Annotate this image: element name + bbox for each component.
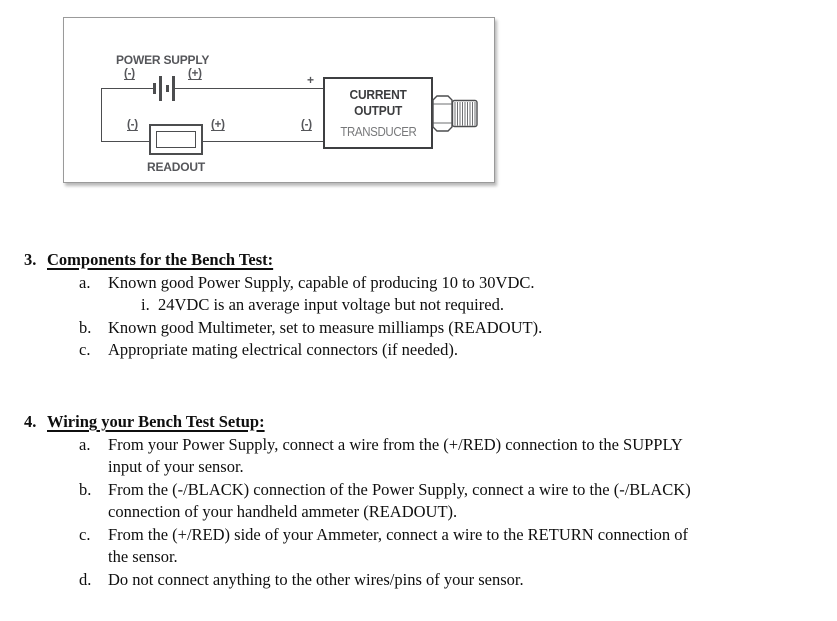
item-text: Do not connect anything to the other wir… xyxy=(108,569,524,589)
readout-caption: READOUT xyxy=(147,160,205,174)
item-marker: a. xyxy=(79,434,91,454)
item-text: Known good Multimeter, set to measure mi… xyxy=(108,317,543,337)
battery-pos-label: (+) xyxy=(188,68,202,80)
section-heading: 3. Components for the Bench Test: xyxy=(24,249,824,272)
wire-top-left xyxy=(101,88,154,89)
wire-top-right xyxy=(175,88,323,89)
transducer-box: CURRENT OUTPUT TRANSDUCER xyxy=(323,77,433,149)
transducer-line3: TRANSDUCER xyxy=(339,125,417,139)
transducer-line1: CURRENT xyxy=(349,87,407,102)
wire-bottom-right xyxy=(203,141,323,142)
wiring-diagram: POWER SUPPLY (-) (+) + (-) (+) (-) READO… xyxy=(63,17,495,183)
item-text: From the (+/RED) side of your Ammeter, c… xyxy=(108,524,689,567)
power-supply-label: POWER SUPPLY xyxy=(116,53,210,67)
list-item: d. Do not connect anything to the other … xyxy=(24,569,824,592)
section-title: Wiring your Bench Test Setup: xyxy=(47,412,265,431)
item-text: From the (-/BLACK) connection of the Pow… xyxy=(108,479,691,522)
list-item: b. Known good Multimeter, set to measure… xyxy=(24,317,824,340)
wire-left-vertical xyxy=(101,88,102,141)
return-neg-label: (-) xyxy=(301,119,312,131)
supply-plus-label: + xyxy=(307,73,314,87)
battery-neg-label: (-) xyxy=(124,68,135,80)
connector-icon xyxy=(432,95,478,132)
item-text: Appropriate mating electrical connectors… xyxy=(108,340,459,359)
wire-bottom-left xyxy=(101,141,149,142)
section-title: Components for the Bench Test: xyxy=(47,250,274,269)
readout-display xyxy=(156,131,196,148)
battery-bar-long-2 xyxy=(172,76,175,101)
list-item: c. Appropriate mating electrical connect… xyxy=(24,339,824,362)
item-marker: c. xyxy=(79,524,91,544)
list-item: c. From the (+/RED) side of your Ammeter… xyxy=(24,524,824,569)
list-item: b. From the (-/BLACK) connection of the … xyxy=(24,479,824,524)
transducer-line2: OUTPUT xyxy=(353,102,403,118)
section-components: 3. Components for the Bench Test: a. Know… xyxy=(24,249,824,362)
section-wiring: 4. Wiring your Bench Test Setup: a. From … xyxy=(24,411,824,591)
readout-pos-label: (+) xyxy=(211,119,225,131)
readout-neg-label: (-) xyxy=(127,119,138,131)
item-text: From your Power Supply, connect a wire f… xyxy=(108,434,683,477)
item-marker: b. xyxy=(79,479,92,499)
list-item-sub: i. 24VDC is an average input voltage but… xyxy=(24,294,824,317)
item-text: 24VDC is an average input voltage but no… xyxy=(158,295,504,314)
section-number: 4. xyxy=(24,412,37,431)
item-marker: b. xyxy=(79,317,92,337)
list-item: a. Known good Power Supply, capable of p… xyxy=(24,272,824,295)
item-marker: i. xyxy=(141,295,150,314)
section-heading: 4. Wiring your Bench Test Setup: xyxy=(24,411,824,434)
item-marker: a. xyxy=(79,272,91,292)
battery-bar-short-2 xyxy=(166,85,169,92)
item-text: Known good Power Supply, capable of prod… xyxy=(108,272,535,292)
readout-meter xyxy=(149,124,203,155)
item-marker: c. xyxy=(79,340,91,359)
list-item: a. From your Power Supply, connect a wir… xyxy=(24,434,824,479)
section-number: 3. xyxy=(24,250,37,269)
battery-bar-long-1 xyxy=(159,76,162,101)
item-marker: d. xyxy=(79,569,92,589)
battery-bar-short-1 xyxy=(153,83,156,94)
